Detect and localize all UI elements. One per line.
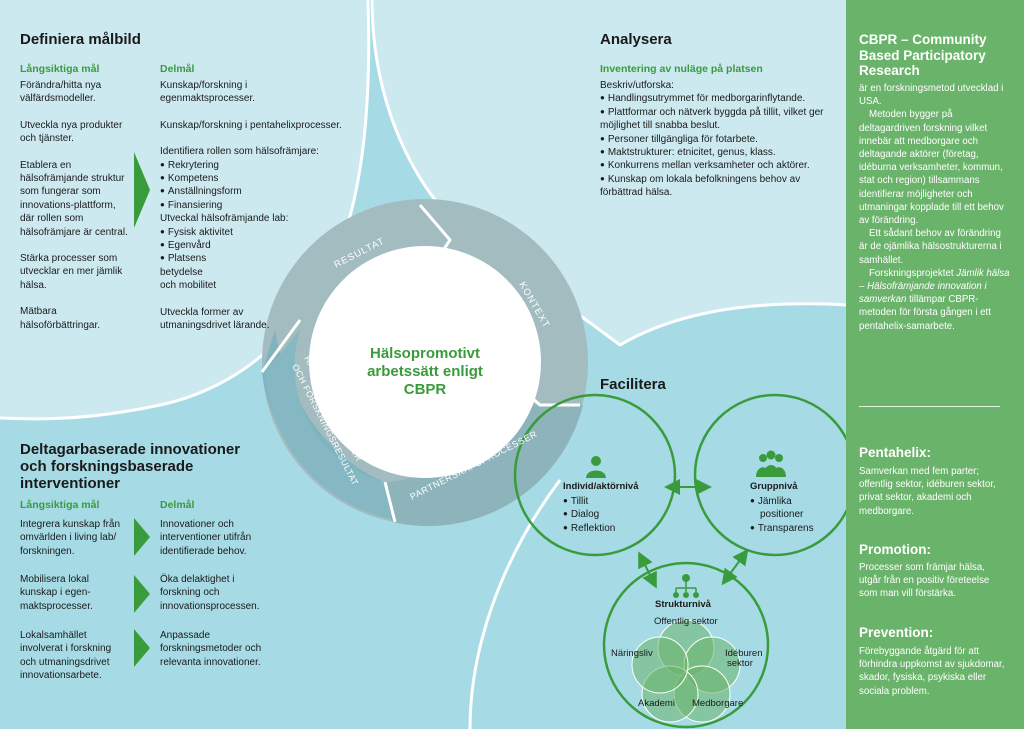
sidebar: CBPR – Community Based Participatory Res… — [846, 0, 1024, 729]
sector-medborgare: Medborgare — [692, 698, 744, 709]
analysera-intro: Beskriv/utforska: — [600, 80, 674, 91]
deltagar-part-label: Delmål — [160, 499, 195, 511]
arrow-right-icon — [134, 575, 150, 613]
pentahelix-title: Pentahelix: — [859, 445, 932, 460]
list-item: Handlingsutrymmet för medborgarinflytand… — [600, 92, 825, 105]
project-name: Jämlik hälsa – Hälsofrämjande innovation… — [859, 267, 1010, 306]
list-item: Fysisk aktivitet — [160, 226, 350, 239]
deltagar-long-1: Integrera kunskap från omvärlden i livin… — [20, 519, 121, 557]
sector-ideburen-2: sektor — [727, 658, 753, 669]
list-item: Maktstrukturer: etnicitet, genus, klass. — [600, 146, 825, 159]
group-icon — [756, 450, 786, 477]
sector-naringsliv: Näringsliv — [611, 648, 653, 659]
analysera-title: Analysera — [600, 31, 672, 48]
cycle-divider-4 — [383, 481, 397, 523]
sector-offentlig: Offentlig sektor — [654, 616, 718, 627]
cbpr-paragraph: Ett sådant behov av förändring är de ojä… — [859, 228, 1002, 266]
cbpr-title: CBPR – Community Based Participatory Res… — [859, 32, 987, 78]
individ-label: Individ/aktörnivå — [563, 481, 639, 492]
long-goal: Etablera en hälsofrämjande struktur som … — [20, 159, 128, 238]
deltagar-part-3: Anpassade forskningsmetoder och relevant… — [160, 630, 262, 668]
grupp-circle — [693, 393, 846, 557]
individ-list: Tillit Dialog Reflektion — [563, 495, 615, 535]
long-goal: Utveckla nya produkter och tjänster. — [20, 119, 123, 145]
list-item: Personer tillgängliga för fotarbete. — [600, 133, 825, 146]
pentahelix-venn — [631, 619, 741, 723]
definiera-part-list: Kunskap/forskning i egenmaktsprocesser. … — [160, 79, 350, 333]
analysera-list: Beskriv/utforska: Handlingsutrymmet för … — [600, 79, 825, 200]
deltagar-long-label: Långsiktiga mål — [20, 499, 100, 511]
list-item: Kunskap om lokala befolkningens behov av… — [600, 173, 825, 200]
list-item: Tillit — [563, 495, 615, 508]
cbpr-p4-a: Forskningsprojektet — [869, 267, 957, 279]
list-item: Plattformar och nätverk byggda på tillit… — [600, 106, 825, 133]
cbpr-paragraph: Forskningsprojektet Jämlik hälsa – Hälso… — [859, 267, 1011, 333]
arrow-right-icon — [134, 152, 150, 228]
part-goal-intro: Identifiera rollen som hälsofrämjare: — [160, 146, 319, 158]
deltagar-long-2: Mobilisera lokal kunskap i egen-maktspro… — [20, 574, 93, 612]
struktur-label: Strukturnivå — [655, 599, 711, 610]
list-item: Egenvård — [160, 239, 350, 252]
list-item: Reflektion — [563, 522, 615, 535]
cycle-segment-interventions — [265, 330, 395, 520]
cbpr-p4-b: tillämpar CBPR-metoden för första gången… — [859, 294, 991, 332]
deltagar-long-3: Lokalsamhället involverat i forskning oc… — [20, 630, 112, 682]
list-item: Rekrytering — [160, 159, 350, 172]
list-item-cont: positioner — [760, 509, 804, 521]
long-goal: Stärka processer som utvecklar en mer jä… — [20, 253, 123, 291]
list-item: Transparens — [750, 522, 814, 535]
cycle-center — [309, 246, 541, 478]
sector-akademi: Akademi — [638, 698, 675, 709]
struktur-circle — [602, 561, 770, 729]
separator-curve-bottom — [468, 479, 562, 729]
promotion-title: Promotion: — [859, 542, 931, 557]
part-goal: Kunskap/forskning i egenmaktsprocesser. — [160, 80, 256, 105]
definiera-title: Definiera målbild — [20, 31, 141, 48]
list-item: Finansiering — [160, 199, 350, 212]
long-goal: Mätbara hälsoförbättringar. — [20, 306, 101, 331]
individ-circle — [513, 393, 677, 557]
prevention-title: Prevention: — [859, 625, 934, 640]
double-arrow-icon — [638, 551, 657, 589]
cbpr-text: är en forskningsmetod utvecklad i USA. M… — [859, 82, 1011, 333]
list-item: Jämlika — [750, 495, 814, 508]
cbpr-paragraph: Metoden bygger på deltagardriven forskni… — [859, 109, 1004, 227]
list-item: Anställningsform — [160, 185, 350, 198]
sidebar-divider — [859, 406, 1000, 407]
list-item: Konkurrens mellan verksamheter och aktör… — [600, 159, 825, 172]
part-goal-intro: Utveckal hälsofrämjande lab: — [160, 213, 289, 225]
deltagar-part-2: Öka delaktighet i forskning och innovati… — [160, 574, 260, 612]
list-item: Kompetens — [160, 172, 350, 185]
list-item: Platsens — [160, 252, 350, 265]
hierarchy-icon — [673, 574, 699, 598]
definiera-long-label: Långsiktiga mål — [20, 63, 100, 75]
cycle-center-title: Hälsopromotivt arbetssätt enligt CBPR — [367, 345, 483, 398]
long-goal: Förändra/hitta nya välfärdsmodeller. — [20, 80, 102, 105]
sector-ideburen: Idéburen — [725, 648, 763, 659]
deltagar-title: Deltagarbaserade innovationer och forskn… — [20, 441, 241, 492]
grupp-label: Gruppnivå — [750, 481, 798, 492]
grupp-list: Jämlika positioner Transparens — [750, 495, 814, 535]
definiera-part-label: Delmål — [160, 63, 195, 75]
deltagar-part-1: Innovationer och interventioner utifrån … — [160, 519, 252, 557]
part-goal: Utveckla former av utmaningsdrivet läran… — [160, 306, 270, 332]
pentahelix-text: Samverkan med fem parter; offentlig sekt… — [859, 466, 996, 517]
part-goal: Kunskap/forskning i pentahelixprocesser. — [160, 119, 342, 131]
person-icon — [586, 456, 606, 478]
double-arrow-icon — [721, 548, 749, 586]
list-item: Dialog — [563, 508, 615, 521]
cbpr-paragraph: är en forskningsmetod utvecklad i USA. — [859, 83, 1004, 108]
arrow-right-icon — [134, 629, 150, 667]
definiera-long-list: Förändra/hitta nya välfärdsmodeller. Utv… — [20, 79, 130, 332]
prevention-text: Förebyggande åtgärd för att förhindra up… — [859, 646, 1005, 697]
list-item-cont: betydelse — [160, 266, 203, 278]
promotion-text: Processer som främjar hälsa, utgår från … — [859, 562, 990, 600]
arrow-right-icon — [134, 518, 150, 556]
list-item-cont: och mobilitet — [160, 280, 217, 292]
facilitera-title: Facilitera — [600, 376, 666, 393]
analysera-sub: Inventering av nuläge på platsen — [600, 63, 763, 75]
cycle-divider-1 — [260, 319, 302, 373]
